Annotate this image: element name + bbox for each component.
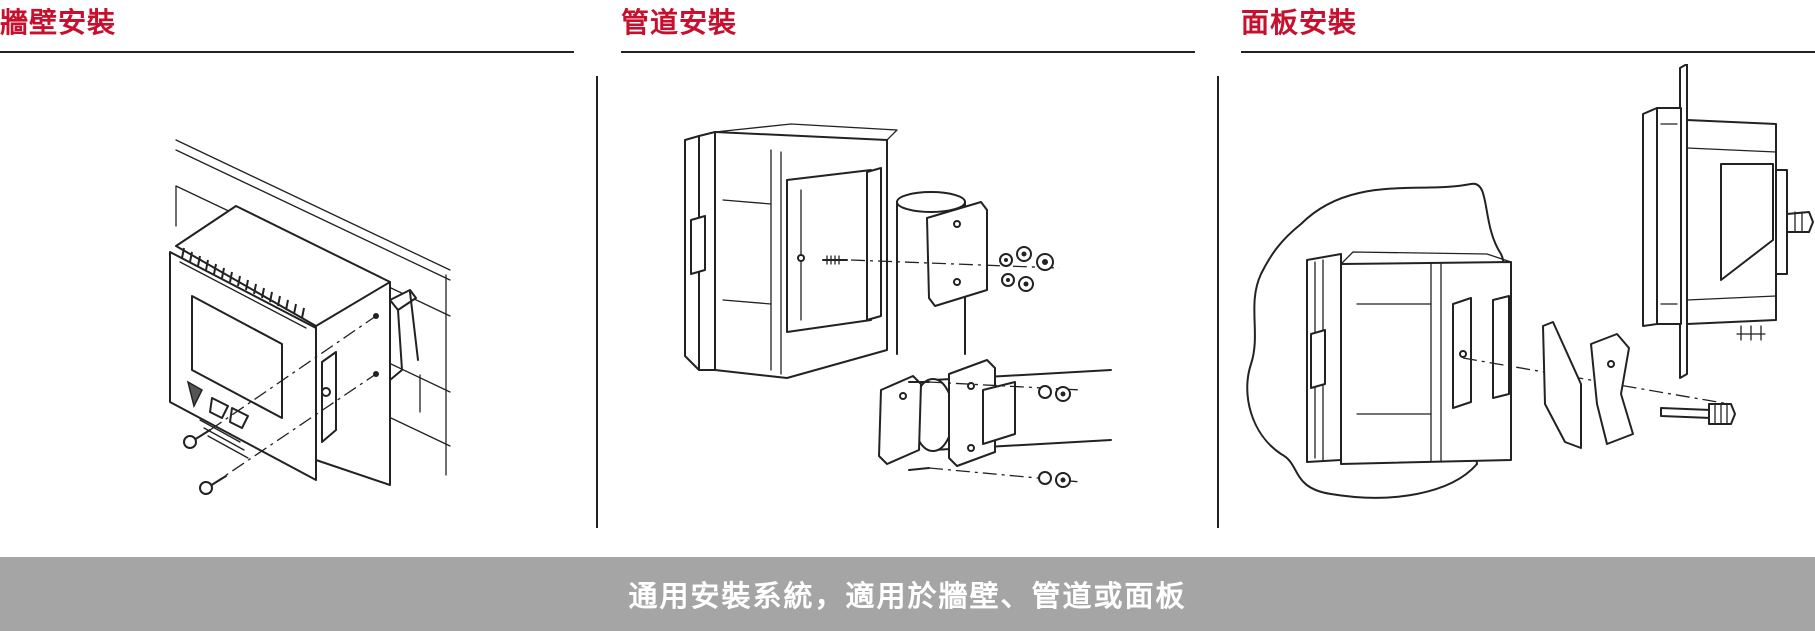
title-underline	[0, 51, 574, 53]
section-title-pipe: 管道安裝	[621, 6, 738, 39]
section-divider	[596, 76, 598, 528]
section-divider	[1217, 76, 1219, 528]
section-wall-mount: 牆壁安裝	[0, 0, 574, 550]
section-title-wall: 牆壁安裝	[0, 6, 117, 39]
wall-mount-illustration	[169, 139, 451, 495]
footer-caption: 通用安裝系統，適用於牆壁、管道或面板	[628, 579, 1187, 613]
section-panel-mount: 面板安裝	[1241, 0, 1815, 550]
footer-banner: 通用安裝系統，適用於牆壁、管道或面板	[0, 557, 1815, 631]
pipe-mount-illustration	[684, 123, 1112, 488]
panel-mount-illustration	[1246, 64, 1814, 499]
title-underline	[1241, 51, 1815, 53]
title-underline	[621, 51, 1195, 53]
section-pipe-mount: 管道安裝	[621, 0, 1195, 550]
section-title-panel: 面板安裝	[1241, 6, 1358, 39]
bezel-ribs	[181, 247, 305, 319]
